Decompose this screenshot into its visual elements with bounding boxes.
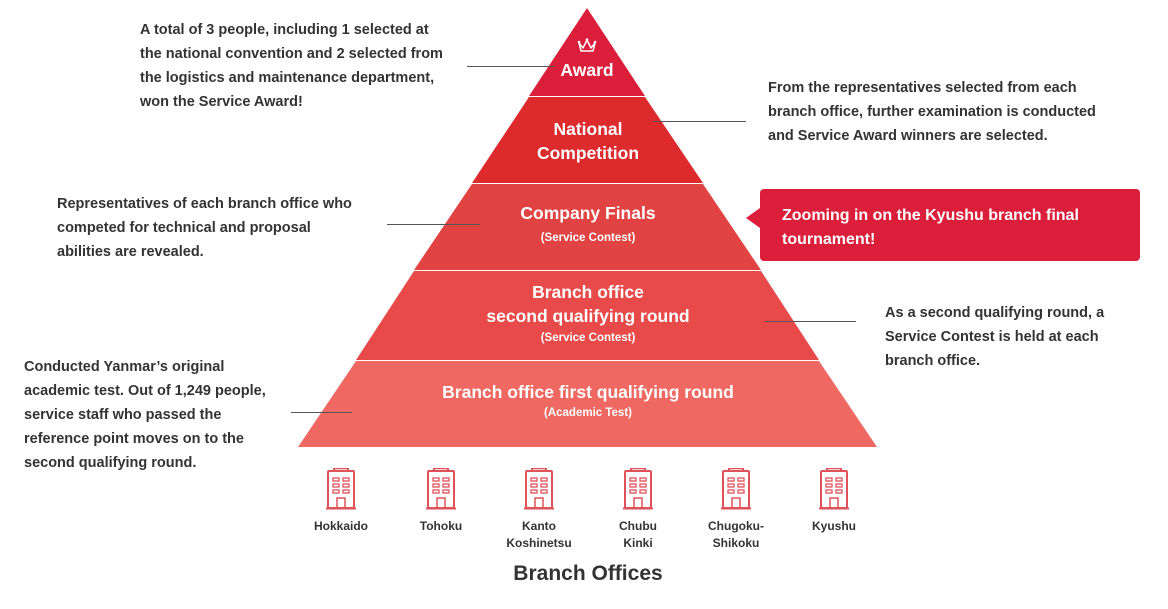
connector-company: [387, 224, 480, 225]
connector-national: [653, 121, 746, 122]
first-description-line: second qualifying round.: [24, 455, 197, 471]
building-icon: [326, 468, 356, 510]
office-label-line: Tohoku: [419, 519, 463, 533]
company-description-line: abilities are revealed.: [57, 244, 204, 260]
second-description-line: branch office.: [885, 353, 981, 369]
first-description-line: service staff who passed the: [24, 407, 222, 423]
tier-company-title: Company Finals: [520, 203, 656, 223]
office-label-line: Kyushu: [811, 519, 856, 533]
building-icon: [623, 468, 653, 510]
tier-award-title: Award: [560, 60, 614, 80]
office-label: Chugoku- Shikoku: [686, 518, 786, 552]
first-description: Conducted Yanmar’s original academic tes…: [24, 355, 266, 475]
company-description: Representatives of each branch office wh…: [57, 192, 352, 264]
office-label-line: Kanto: [522, 519, 556, 533]
award-description: A total of 3 people, including 1 selecte…: [140, 18, 443, 114]
office-label-line: Chugoku-: [708, 519, 764, 533]
second-description: As a second qualifying round, a Service …: [885, 301, 1104, 373]
award-description-line: the national convention and 2 selected f…: [140, 46, 443, 62]
kyushu-callout: Zooming in on the Kyushu branch final to…: [760, 189, 1140, 261]
office-tohoku: Tohoku: [391, 468, 491, 535]
tier-award-label: Award: [527, 58, 647, 82]
building-icon: [721, 468, 751, 510]
tier-second-subtitle: (Service Contest): [540, 332, 636, 344]
tier-first-subtitle: (Academic Test): [544, 407, 632, 419]
tier-company-label: Company Finals (Service Contest): [438, 201, 738, 247]
tier-national-shape: [472, 97, 703, 183]
office-label-line: Chubu: [619, 519, 657, 533]
tier-national-label: National Competition: [488, 117, 688, 165]
national-description-line: and Service Award winners are selected.: [768, 128, 1048, 144]
first-description-line: reference point moves on to the: [24, 431, 244, 447]
tier-first-title: Branch office first qualifying round: [442, 382, 734, 402]
callout-line: Zooming in on the Kyushu branch final: [782, 207, 1079, 224]
tier-second-title-line-1: Branch office: [532, 282, 644, 302]
tier-national-title-line-1: National: [553, 119, 623, 139]
connector-first: [291, 412, 352, 413]
office-kyushu: Kyushu: [784, 468, 884, 535]
office-label: Hokkaido: [291, 518, 391, 535]
building-icon: [524, 468, 554, 510]
connector-award: [467, 66, 555, 67]
office-chugoku-shikoku: Chugoku- Shikoku: [686, 468, 786, 552]
callout-arrow: [746, 208, 760, 228]
tier-first-shape: [298, 361, 877, 447]
tier-second-shape: [356, 271, 819, 360]
connector-second: [765, 321, 856, 322]
national-description: From the representatives selected from e…: [768, 76, 1096, 148]
national-description-line: From the representatives selected from e…: [768, 80, 1077, 96]
tier-first-label: Branch office first qualifying round (Ac…: [388, 380, 788, 422]
award-description-line: A total of 3 people, including 1 selecte…: [140, 22, 429, 38]
office-label: Kyushu: [784, 518, 884, 535]
office-label-line: Kinki: [623, 536, 653, 550]
building-icon: [426, 468, 456, 510]
office-label: Tohoku: [391, 518, 491, 535]
building-icon: [819, 468, 849, 510]
company-description-line: competed for technical and proposal: [57, 220, 311, 236]
national-description-line: branch office, further examination is co…: [768, 104, 1096, 120]
tier-company-shape: [414, 184, 761, 270]
award-description-line: won the Service Award!: [140, 94, 303, 110]
office-label-line: Shikoku: [712, 536, 760, 550]
office-hokkaido: Hokkaido: [291, 468, 391, 535]
tier-award-shape: [529, 8, 645, 96]
tier-second-label: Branch office second qualifying round (S…: [413, 280, 763, 347]
second-description-line: As a second qualifying round, a: [885, 305, 1105, 321]
award-description-line: the logistics and maintenance department…: [140, 70, 435, 86]
office-label-line: Hokkaido: [313, 519, 368, 533]
second-description-line: Service Contest is held at each: [885, 329, 1099, 345]
branch-offices-title: Branch Offices: [513, 562, 663, 585]
company-description-line: Representatives of each branch office wh…: [57, 196, 352, 212]
callout-line: tournament!: [782, 231, 876, 248]
tier-second-title-line-2: second qualifying round: [486, 306, 690, 326]
tier-national-title-line-2: Competition: [536, 143, 640, 163]
first-description-line: academic test. Out of 1,249 people,: [24, 383, 266, 399]
first-description-line: Conducted Yanmar’s original: [24, 359, 225, 375]
office-label-line: Koshinetsu: [506, 536, 572, 550]
tier-company-subtitle: (Service Contest): [540, 232, 636, 244]
crown-icon: [577, 38, 597, 52]
